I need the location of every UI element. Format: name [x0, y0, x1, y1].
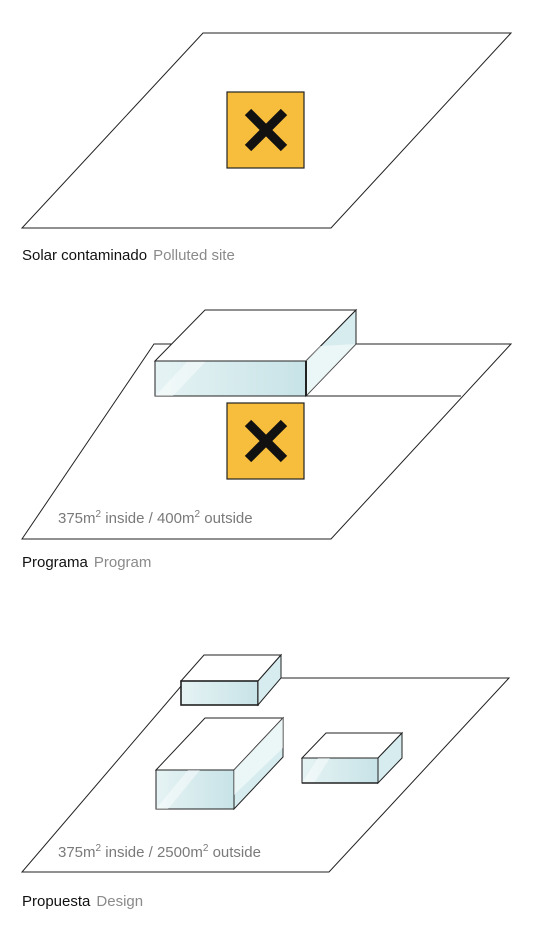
program-volume	[153, 308, 461, 398]
caption-design: Propuesta Design	[22, 893, 143, 910]
caption-polluted-site: Solar contaminado Polluted site	[22, 247, 235, 264]
caption-english: Program	[93, 554, 152, 571]
caption-spanish: Programa	[22, 554, 88, 571]
inside-area-value: 375	[58, 844, 84, 861]
panel-program	[21, 308, 513, 540]
outside-area-text: outside	[204, 510, 253, 527]
design-volume-large	[154, 716, 285, 811]
inside-area-unit: m	[83, 844, 96, 861]
caption-spanish: Solar contaminado	[22, 247, 148, 264]
area-label-program: 375m2 inside / 400m2 outside	[58, 509, 253, 527]
inside-area-text: inside /	[105, 510, 153, 527]
inside-area-value: 375	[58, 510, 84, 527]
cross-hazard-icon	[226, 91, 305, 169]
outside-area-exponent: 2	[194, 509, 201, 520]
inside-area-exponent: 2	[95, 509, 102, 520]
inside-area-exponent: 2	[95, 843, 102, 854]
caption-english: Polluted site	[153, 247, 235, 264]
design-volume-small-top	[179, 653, 283, 707]
caption-english: Design	[96, 893, 144, 910]
outside-area-value: 400	[156, 510, 182, 527]
outside-area-unit: m	[190, 844, 203, 861]
outside-area-text: outside	[212, 844, 261, 861]
panel-polluted-site	[20, 32, 513, 229]
cross-hazard-icon	[226, 402, 305, 480]
outside-area-value: 2500	[156, 844, 191, 861]
caption-spanish: Propuesta	[22, 893, 91, 910]
inside-area-unit: m	[83, 510, 96, 527]
design-volume-right	[300, 731, 404, 785]
inside-area-text: inside /	[105, 844, 153, 861]
caption-program: Programa Program	[22, 554, 151, 571]
panel-design	[20, 653, 511, 873]
area-label-design: 375m2 inside / 2500m2 outside	[58, 843, 261, 861]
outside-area-unit: m	[182, 510, 195, 527]
outside-area-exponent: 2	[202, 843, 209, 854]
